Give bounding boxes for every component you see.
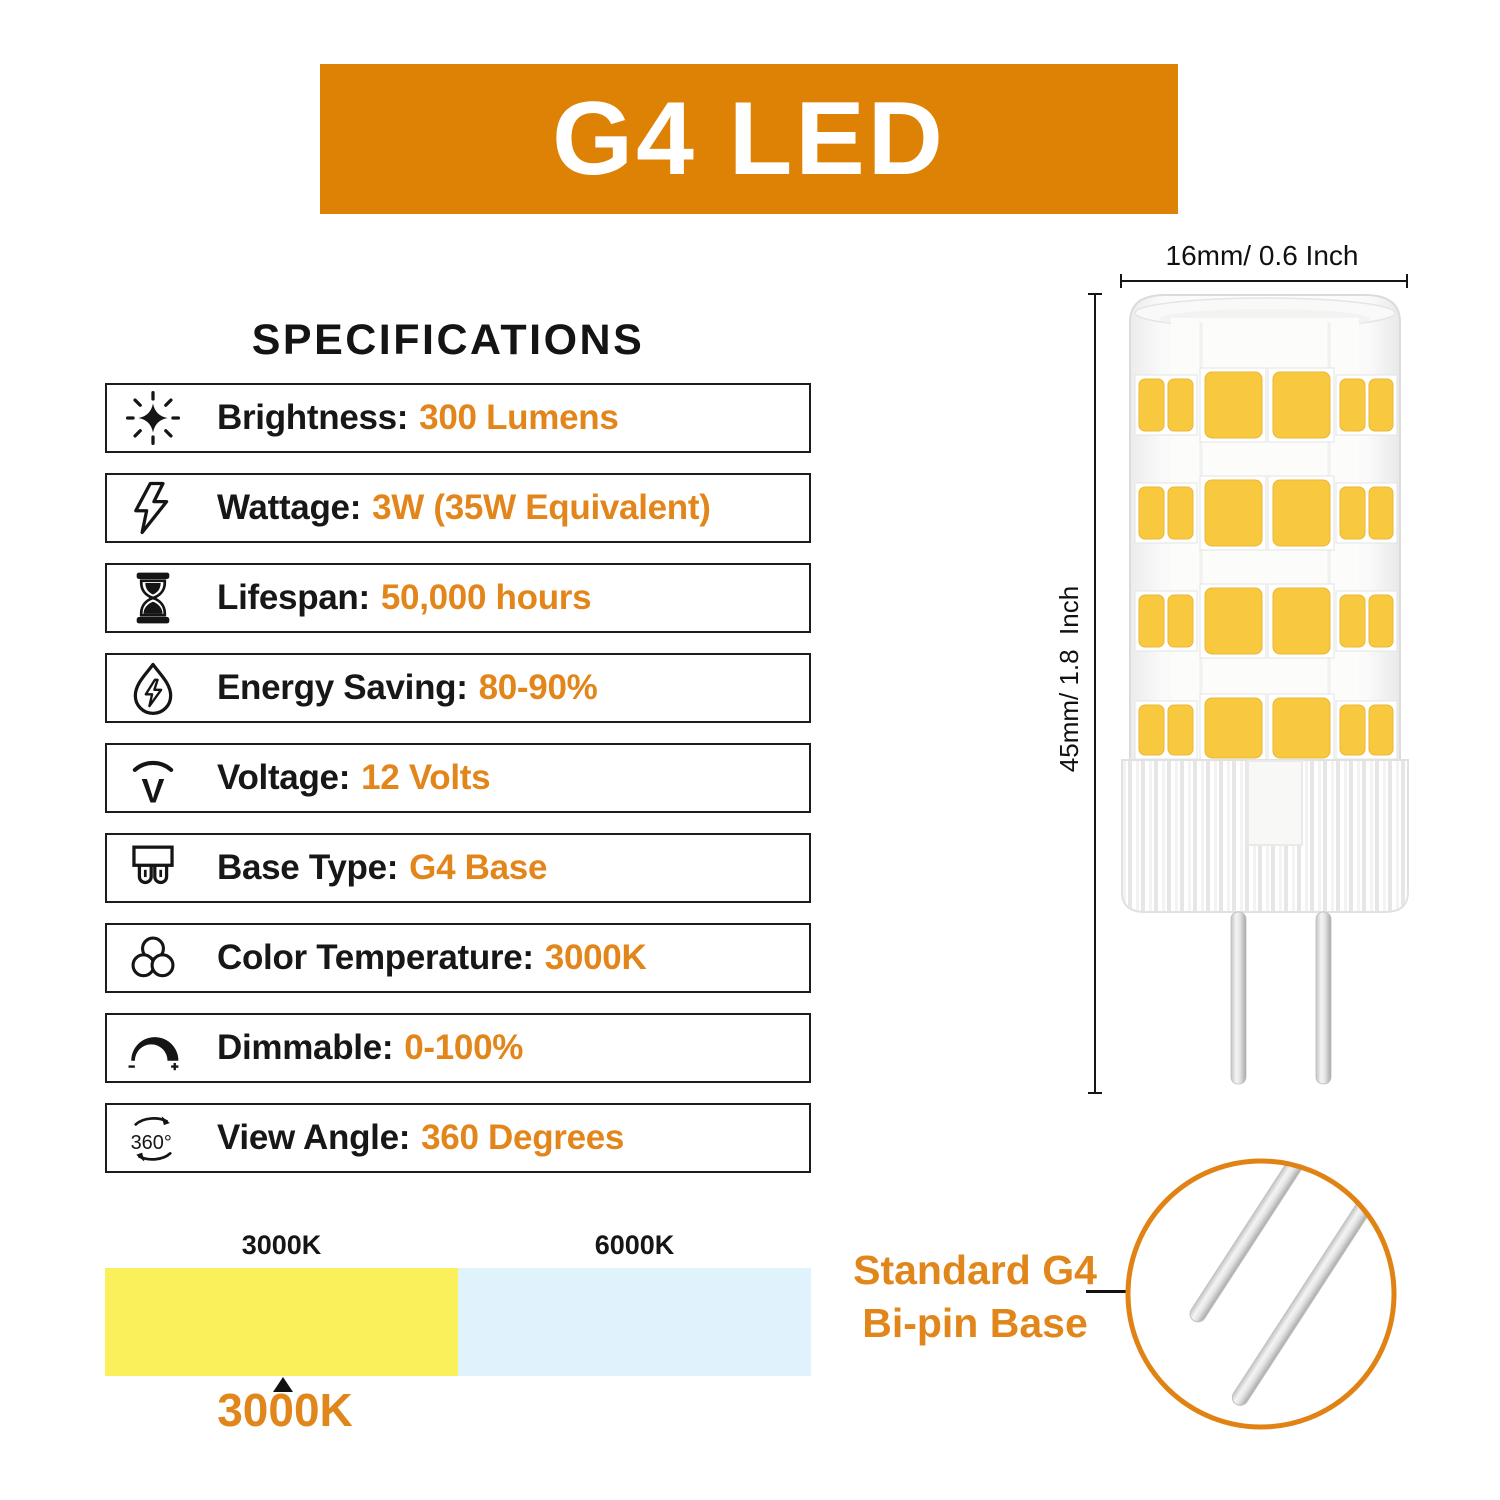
spec-row-voltage: V Voltage: 12 Volts (105, 743, 811, 813)
spec-value: 12 Volts (361, 758, 491, 797)
color-temperature-icon (123, 928, 183, 988)
spec-label: View Angle: (217, 1118, 411, 1157)
led-chip-rows (1134, 367, 1398, 761)
lightning-bolt-icon (123, 478, 183, 538)
spec-row-color-temperature: Color Temperature: 3000K (105, 923, 811, 993)
spec-label: Dimmable: (217, 1028, 394, 1067)
spec-label: Energy Saving: (217, 668, 468, 707)
callout-connector-line (1086, 1290, 1126, 1293)
temp-marker-triangle (273, 1377, 293, 1392)
base-callout-line1: Standard G4 (853, 1247, 1097, 1293)
spec-value: 0-100% (404, 1028, 524, 1067)
hourglass-icon (123, 568, 183, 628)
base-notch (1247, 760, 1303, 846)
height-dimension-label: 45mm/ 1.8 Inch (1054, 585, 1084, 773)
spec-row-view-angle: 360° View Angle: 360 Degrees (105, 1103, 811, 1173)
spec-value: 3000K (544, 938, 647, 977)
temp-marker-label: 3000K (217, 1384, 353, 1436)
spec-value: 3W (35W Equivalent) (372, 488, 711, 527)
bulb-pin-left (1230, 911, 1247, 1085)
color-temperature-bar (105, 1268, 811, 1376)
base-callout-line2: Bi-pin Base (862, 1300, 1088, 1347)
spec-row-energy-saving: Energy Saving: 80-90% (105, 653, 811, 723)
svg-text:V: V (142, 772, 165, 807)
spec-value: 360 Degrees (421, 1118, 625, 1157)
spec-label: Voltage: (217, 758, 351, 797)
bi-pin-base-icon (123, 838, 183, 898)
spec-row-wattage: Wattage: 3W (35W Equivalent) (105, 473, 811, 543)
energy-droplet-icon (123, 658, 183, 718)
dimmer-dial-icon (123, 1018, 183, 1078)
spec-row-base-type: Base Type: G4 Base (105, 833, 811, 903)
cool-color-swatch (458, 1268, 811, 1376)
g4-bulb-illustration (1121, 294, 1409, 1085)
warm-temp-label: 3000K (241, 1230, 322, 1260)
width-dimension-label: 16mm/ 0.6 Inch (1165, 240, 1359, 271)
sparkle-brightness-icon (123, 388, 183, 448)
title-banner: G4 LED (320, 64, 1178, 214)
spec-label: Lifespan: (217, 578, 370, 617)
spec-label: Base Type: (217, 848, 399, 887)
spec-label: Wattage: (217, 488, 362, 527)
warm-color-swatch (105, 1268, 458, 1376)
view-angle-360-icon: 360° (123, 1108, 183, 1168)
specifications-heading: SPECIFICATIONS (251, 316, 645, 364)
svg-text:360°: 360° (131, 1132, 172, 1154)
spec-label: Color Temperature: (217, 938, 534, 977)
spec-row-dimmable: Dimmable: 0-100% (105, 1013, 811, 1083)
cool-temp-label: 6000K (594, 1230, 675, 1260)
bi-pin-base-zoom-circle (1125, 1158, 1397, 1430)
base-callout-label: Standard G4 Bi-pin Base (838, 1244, 1112, 1351)
width-dimension-line (1120, 274, 1408, 288)
spec-row-brightness: Brightness: 300 Lumens (105, 383, 811, 453)
spec-label: Brightness: (217, 398, 409, 437)
page-title: G4 LED (552, 80, 946, 197)
voltage-icon: V (123, 748, 183, 808)
zoomed-pin-left (1189, 1161, 1321, 1323)
spec-value: 80-90% (478, 668, 598, 707)
spec-value: G4 Base (409, 848, 548, 887)
height-dimension-line (1088, 293, 1102, 1094)
bulb-pin-right (1315, 911, 1332, 1085)
spec-value: 50,000 hours (380, 578, 592, 617)
spec-row-lifespan: Lifespan: 50,000 hours (105, 563, 811, 633)
spec-value: 300 Lumens (419, 398, 619, 437)
